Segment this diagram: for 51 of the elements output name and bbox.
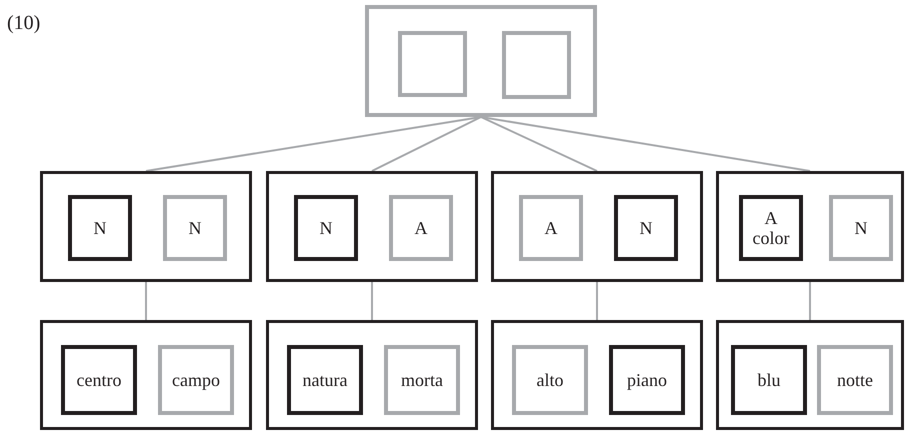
word-label: N <box>188 218 202 238</box>
word-box <box>68 195 132 261</box>
connector-line <box>480 116 810 172</box>
word-box <box>739 195 803 261</box>
word-box <box>158 345 234 415</box>
group-box <box>716 171 904 282</box>
word-box <box>512 345 588 415</box>
word-box <box>614 195 678 261</box>
word-label: A <box>544 218 558 238</box>
word-box <box>61 345 137 415</box>
group-box <box>40 320 252 430</box>
group-box <box>266 320 478 430</box>
connector-line <box>145 282 147 320</box>
empty-box <box>398 31 467 97</box>
connector-line <box>596 282 598 320</box>
word-box <box>163 195 227 261</box>
word-label: A <box>414 218 428 238</box>
group-box <box>491 171 703 282</box>
word-label: N <box>320 218 332 238</box>
connector-line <box>372 116 482 172</box>
word-box <box>829 195 893 261</box>
word-box <box>294 195 358 261</box>
word-box <box>384 345 460 415</box>
word-label: N <box>94 218 106 238</box>
figure-number: (10) <box>7 11 40 36</box>
group-box <box>40 171 252 282</box>
word-box <box>389 195 453 261</box>
word-label: N <box>640 218 652 238</box>
empty-box <box>502 31 571 99</box>
word-label: piano <box>627 370 667 390</box>
group-box <box>365 5 597 117</box>
group-box <box>491 320 703 430</box>
connector-line <box>480 116 598 172</box>
word-label: blu <box>757 370 780 390</box>
word-label: alto <box>536 370 564 390</box>
group-box <box>266 171 478 282</box>
word-box <box>287 345 363 415</box>
word-box <box>817 345 893 415</box>
group-box <box>716 320 904 430</box>
connector-line <box>809 282 811 320</box>
word-box <box>519 195 583 261</box>
word-label: N <box>854 218 868 238</box>
word-label: centro <box>76 370 122 390</box>
word-label: notte <box>837 370 873 390</box>
word-label: natura <box>302 370 348 390</box>
word-box <box>609 345 685 415</box>
word-label: campo <box>172 370 220 390</box>
word-box <box>731 345 807 415</box>
connector-line <box>371 282 373 320</box>
word-label: morta <box>401 370 443 390</box>
word-label: A color <box>752 208 790 248</box>
